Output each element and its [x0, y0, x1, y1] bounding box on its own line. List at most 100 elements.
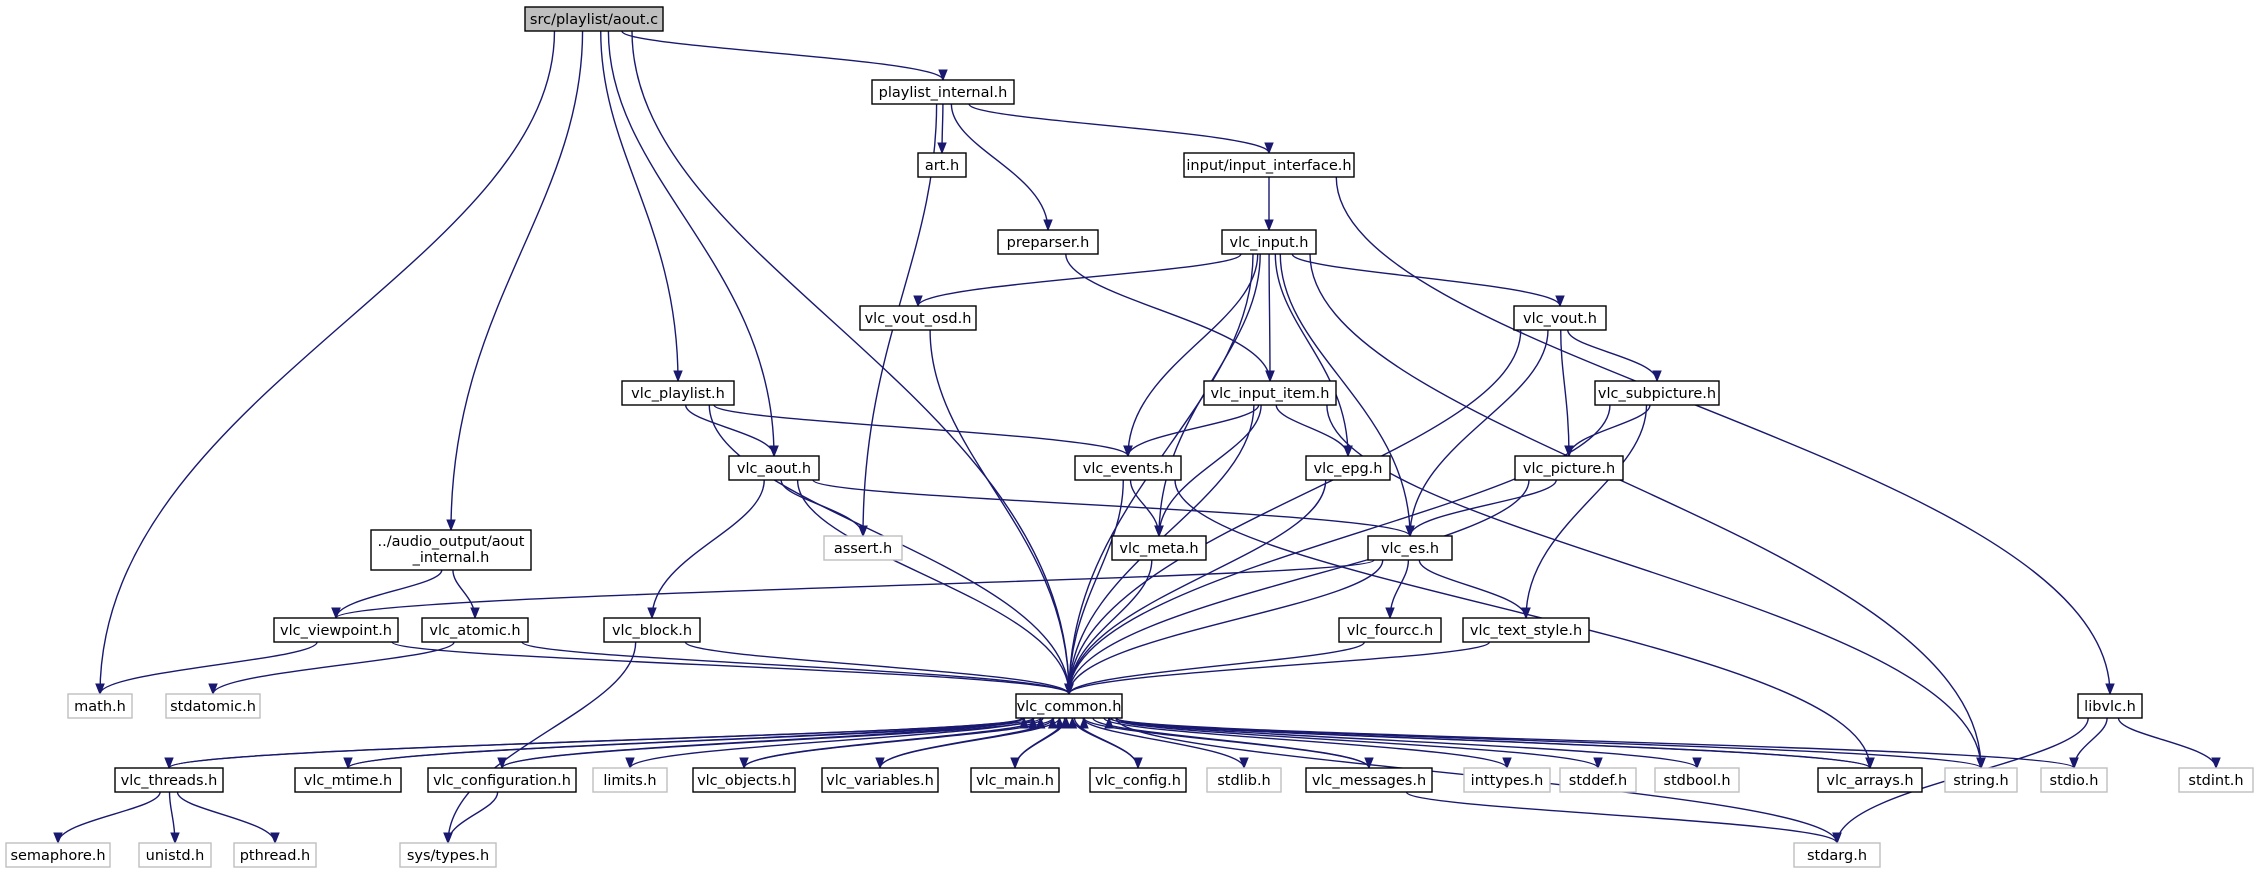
node-box: [1462, 617, 1590, 643]
edge-arrowhead: [858, 525, 868, 538]
node-vlc-events-h[interactable]: vlc_events.h: [1074, 455, 1182, 481]
node-vlc-mtime-h[interactable]: vlc_mtime.h: [294, 767, 402, 793]
edge-line: [1068, 641, 1491, 695]
dependency-edge: [780, 479, 868, 538]
node-box: [1817, 767, 1923, 793]
node-vlc-es-h[interactable]: vlc_es.h: [1367, 535, 1453, 561]
edge-arrowhead: [1405, 525, 1415, 538]
node-vlc-input-item-h[interactable]: vlc_input_item.h: [1203, 380, 1337, 406]
node-vlc-aout-h[interactable]: vlc_aout.h: [728, 455, 820, 481]
edge-arrowhead: [1043, 219, 1053, 232]
edge-arrowhead: [875, 757, 885, 770]
edge-line: [1068, 479, 1327, 695]
node-label: vlc_text_style.h: [1470, 623, 1582, 639]
node-label: vlc_playlist.h: [631, 386, 725, 402]
node-semaphore-h: semaphore.h: [5, 842, 111, 868]
edge-arrowhead: [53, 832, 63, 845]
node-vlc-config-h[interactable]: vlc_config.h: [1089, 767, 1187, 793]
node-aout-internal-h[interactable]: ../audio_output/aout_internal.h: [370, 529, 532, 571]
node-stddef-h: stddef.h: [1559, 767, 1637, 793]
node-vlc-vout-osd-h[interactable]: vlc_vout_osd.h: [859, 305, 977, 331]
edge-line: [684, 641, 1070, 695]
dependency-edge: [347, 716, 1038, 769]
node-label: stdarg.h: [1807, 848, 1867, 864]
node-vlc-block-h[interactable]: vlc_block.h: [603, 617, 701, 643]
node-aout-c[interactable]: src/playlist/aout.c: [524, 6, 664, 32]
node-vlc-input-h[interactable]: vlc_input.h: [1221, 229, 1317, 255]
node-vlc-objects-h[interactable]: vlc_objects.h: [692, 767, 796, 793]
node-box: [421, 617, 529, 643]
node-vlc-threads-h[interactable]: vlc_threads.h: [114, 767, 224, 793]
node-assert-h: assert.h: [823, 535, 903, 561]
node-vlc-messages-h[interactable]: vlc_messages.h: [1305, 767, 1433, 793]
dependency-edge: [879, 716, 1065, 769]
dependency-edge: [95, 641, 318, 696]
node-vlc-variables-h[interactable]: vlc_variables.h: [821, 767, 939, 793]
node-box: [1793, 842, 1881, 868]
node-vlc-main-h[interactable]: vlc_main.h: [970, 767, 1060, 793]
node-box: [592, 767, 668, 793]
dependency-edge: [1275, 404, 1353, 458]
node-box: [859, 305, 977, 331]
node-label: src/playlist/aout.c: [530, 12, 658, 28]
edge-line: [521, 641, 1070, 695]
dependency-edge: [684, 641, 1074, 696]
node-vlc-playlist-h[interactable]: vlc_playlist.h: [621, 380, 735, 406]
node-stdatomic-h: stdatomic.h: [165, 693, 261, 719]
node-vlc-common-h[interactable]: vlc_common.h: [1015, 693, 1123, 719]
node-label: libvlc.h: [2084, 699, 2136, 715]
node-label: stdio.h: [2050, 773, 2099, 789]
edge-line: [347, 717, 1034, 769]
edge-layer: [53, 30, 2221, 845]
node-label-line: _internal.h: [412, 550, 490, 566]
edge-arrowhead: [343, 757, 353, 770]
node-vlc-vout-h[interactable]: vlc_vout.h: [1513, 305, 1607, 331]
node-unistd-h: unistd.h: [138, 842, 212, 868]
node-vlc-fourcc-h[interactable]: vlc_fourcc.h: [1338, 617, 1442, 643]
edge-line: [1279, 253, 1411, 537]
node-vlc-epg-h[interactable]: vlc_epg.h: [1305, 455, 1391, 481]
dependency-edge: [1405, 329, 1549, 538]
edge-line: [600, 30, 679, 382]
edge-arrowhead: [1343, 445, 1353, 458]
dependency-edge: [1265, 253, 1275, 383]
node-vlc-viewpoint-h[interactable]: vlc_viewpoint.h: [273, 617, 399, 643]
dependency-edge: [2069, 717, 2108, 770]
edge-arrowhead: [1364, 757, 1374, 770]
node-vlc-meta-h[interactable]: vlc_meta.h: [1111, 535, 1207, 561]
node-vlc-picture-h[interactable]: vlc_picture.h: [1514, 455, 1624, 481]
node-playlist-internal-h[interactable]: playlist_internal.h: [871, 79, 1015, 105]
node-math-h: math.h: [67, 693, 133, 719]
node-box: [997, 229, 1099, 255]
node-box: [399, 842, 497, 868]
node-box: [427, 767, 577, 793]
edge-arrowhead: [1061, 716, 1072, 729]
node-art-h[interactable]: art.h: [917, 152, 967, 178]
node-vlc-text-style-h[interactable]: vlc_text_style.h: [1462, 617, 1590, 643]
node-label: assert.h: [834, 541, 892, 557]
edge-arrowhead: [1264, 142, 1274, 155]
edge-arrowhead: [938, 69, 948, 82]
edge-line: [743, 717, 1054, 769]
edge-line: [1103, 717, 1508, 769]
node-vlc-arrays-h[interactable]: vlc_arrays.h: [1817, 767, 1923, 793]
node-box: [1074, 455, 1182, 481]
node-stdint-h: stdint.h: [2178, 767, 2254, 793]
edge-line: [1335, 176, 2111, 695]
edge-line: [1567, 329, 1658, 382]
node-vlc-subpicture-h[interactable]: vlc_subpicture.h: [1594, 380, 1720, 406]
node-input-interface-h[interactable]: input/input_interface.h: [1183, 152, 1355, 178]
node-label: vlc_picture.h: [1523, 461, 1615, 477]
node-libvlc-h[interactable]: libvlc.h: [2077, 693, 2143, 719]
edge-arrowhead: [1832, 832, 1842, 845]
edge-line: [1291, 253, 1561, 307]
edge-arrowhead: [170, 832, 180, 845]
node-box: [823, 535, 903, 561]
node-vlc-atomic-h[interactable]: vlc_atomic.h: [421, 617, 529, 643]
edge-line: [631, 30, 1070, 695]
edge-arrowhead: [1123, 445, 1133, 458]
edge-arrowhead: [647, 607, 657, 620]
node-preparser-h[interactable]: preparser.h: [997, 229, 1099, 255]
node-vlc-configuration-h[interactable]: vlc_configuration.h: [427, 767, 577, 793]
node-label: vlc_objects.h: [697, 773, 791, 789]
